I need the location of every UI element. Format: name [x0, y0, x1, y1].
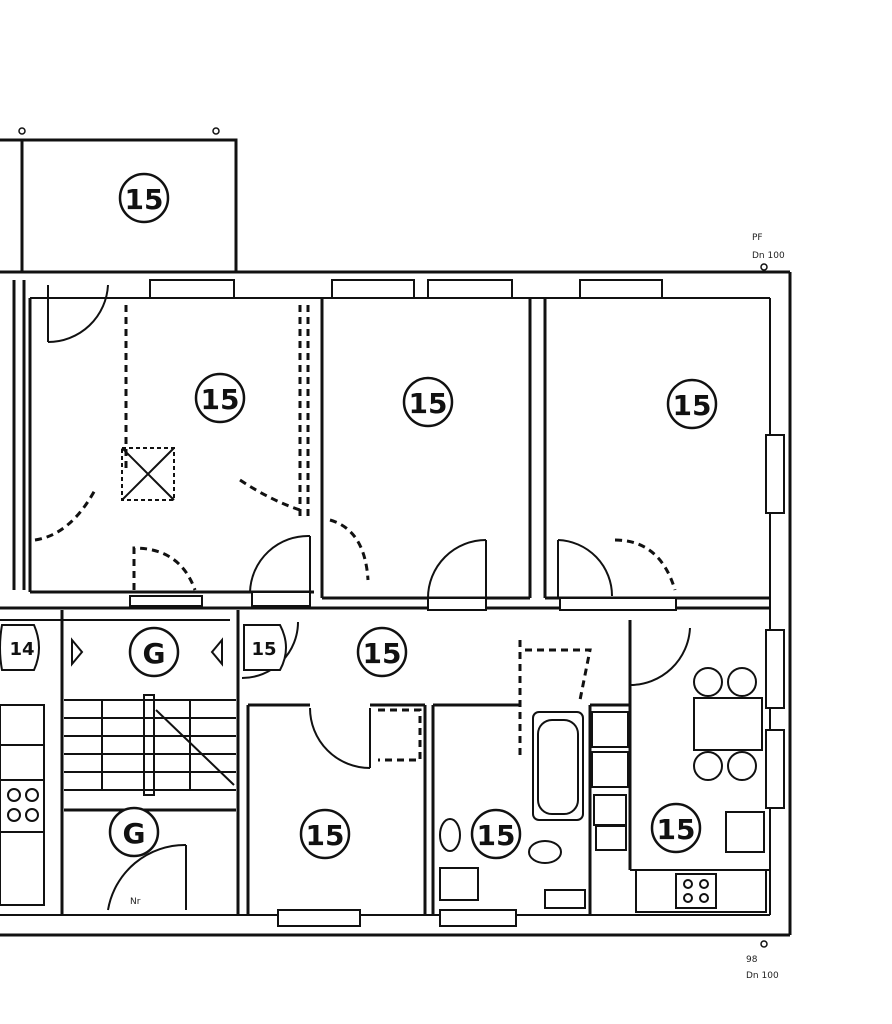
svg-text:15: 15	[251, 639, 276, 660]
room-label-stair-top: G	[128, 626, 180, 678]
svg-text:15: 15	[657, 813, 696, 846]
room-label-entry: 15	[243, 624, 287, 671]
svg-text:15: 15	[306, 819, 345, 852]
dashed-old-walls	[34, 305, 677, 762]
bathroom-fixtures	[439, 711, 629, 909]
svg-text:15: 15	[673, 389, 712, 422]
thresholds	[129, 591, 677, 611]
note-bottom-right-1: 98	[746, 955, 758, 965]
staircase	[64, 637, 236, 812]
svg-text:14: 14	[9, 639, 34, 660]
note-top-right-2: Dn 100	[752, 251, 785, 261]
svg-text:15: 15	[125, 183, 164, 216]
room-label-left: 15	[194, 372, 246, 424]
room-label-mid: 15	[402, 376, 454, 428]
room-label-stair-bottom: G	[108, 806, 160, 858]
room-label-balcony: 15	[118, 172, 170, 224]
svg-text:15: 15	[409, 387, 448, 420]
svg-text:G: G	[123, 817, 146, 850]
room-label-neighbor-hall: 14	[0, 624, 40, 671]
room-label-bath: 15	[470, 808, 522, 860]
svg-text:15: 15	[477, 819, 516, 852]
svg-text:15: 15	[201, 383, 240, 416]
room-label-right: 15	[666, 378, 718, 430]
room-label-hall: 15	[356, 626, 408, 678]
neighbor-kitchen	[0, 704, 45, 906]
door-swings	[47, 284, 691, 911]
note-stair-door: Nr	[130, 897, 141, 907]
note-bottom-right-2: Dn 100	[746, 971, 779, 981]
note-top-right-1: PF	[752, 233, 763, 243]
room-labels: 15 15 15 15 14 G 15 15	[0, 172, 718, 860]
svg-text:G: G	[143, 637, 166, 670]
dimension-notes: PF Dn 100 98 Dn 100 Nr	[130, 233, 785, 981]
kitchen-fixtures	[635, 667, 767, 913]
svg-text:15: 15	[363, 637, 402, 670]
windows	[149, 279, 785, 927]
room-label-bottom: 15	[299, 808, 351, 860]
dashed-fixture	[121, 447, 175, 501]
corner-markers	[18, 127, 768, 948]
room-label-kitchen: 15	[650, 802, 702, 854]
